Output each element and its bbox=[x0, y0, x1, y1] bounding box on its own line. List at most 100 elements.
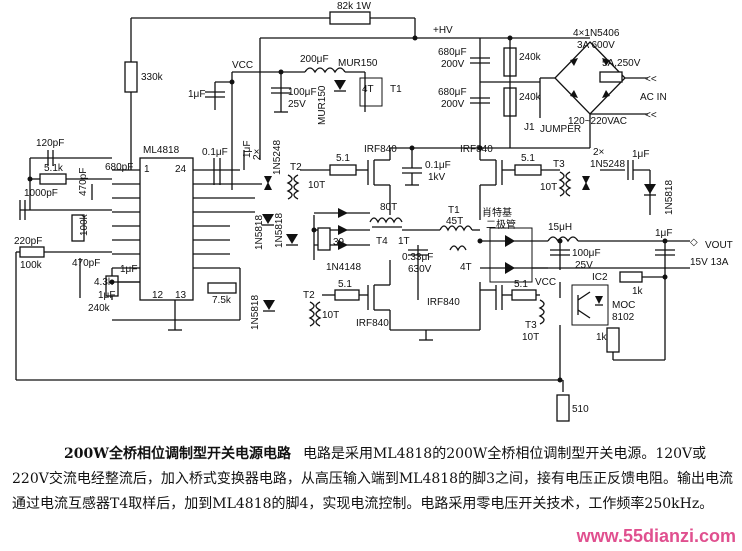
vcc-label: VCC bbox=[232, 60, 253, 71]
t4-turns-1: 1T bbox=[398, 236, 410, 247]
cap-680u-b-label: 680μF bbox=[438, 87, 467, 98]
cap-200v-b-label: 200V bbox=[441, 99, 465, 110]
jumper-label: JUMPER bbox=[540, 124, 581, 135]
cap-630v-label: 630V bbox=[408, 264, 432, 275]
cap-25v-b-label: 25V bbox=[575, 260, 593, 271]
cap-470p-label: 470pF bbox=[78, 168, 89, 196]
resistor-240k-b-label: 240k bbox=[519, 92, 542, 103]
ic-label: ML4818 bbox=[143, 145, 180, 156]
main-transformer-t1: T1 45T 0.33μF 630V 4T bbox=[402, 205, 480, 300]
cap-0-33u-label: 0.33μF bbox=[402, 252, 433, 263]
cap-1u-d-label: 1μF bbox=[242, 141, 253, 158]
bulk-capacitors: 680μF 200V 680μF 200V 240k 240k bbox=[438, 37, 590, 149]
figure-caption: 200W全桥相位调制型开关电源电路电路是采用ML4818的200W全桥相位调制型… bbox=[12, 442, 737, 517]
zener-1n5248-b-label: 1N5248 bbox=[590, 159, 625, 170]
resistor-5-1-d-label: 5.1 bbox=[514, 279, 528, 290]
vcc-supply: VCC 200μF 1μF 100μF 25V MUR150 MUR150 4T… bbox=[188, 54, 402, 190]
resistor-1k-a-label: 1k bbox=[632, 286, 644, 297]
resistor-5-1-c-label: 5.1 bbox=[338, 279, 352, 290]
ml4818-ic: ML4818 24 1 12 13 bbox=[112, 145, 262, 301]
cap-0-1u-label: 0.1μF bbox=[202, 147, 228, 158]
junction-dots bbox=[27, 35, 668, 383]
irf840-c-label: IRF840 bbox=[356, 318, 389, 329]
resistor-82k-label: 82k 1W bbox=[337, 1, 371, 12]
t2-upper-turns: 10T bbox=[308, 180, 325, 191]
ac-in-arrow-a: << bbox=[645, 74, 657, 85]
cap-100u-b-label: 100μF bbox=[572, 248, 601, 259]
diode-1n5818-a-label: 1N5818 bbox=[274, 213, 285, 248]
mur150-b-label: MUR150 bbox=[317, 85, 328, 125]
t2-lower-turns: 10T bbox=[322, 310, 339, 321]
diode-1n5818-b-label: 1N5818 bbox=[254, 215, 265, 250]
resistor-39-label: 39 bbox=[333, 237, 345, 248]
zener-1n5248-label: 1N5248 bbox=[272, 140, 283, 175]
cap-1u-f-label: 1μF bbox=[655, 228, 672, 239]
gate-drive-upper-left: 0.1μF 1μF 2× 1N5248 T2 10T 1N5818 1N5818… bbox=[202, 140, 368, 250]
ac-in-arrow-b: << bbox=[645, 110, 657, 121]
diode-1n5818-d-label: 1N5818 bbox=[250, 295, 261, 330]
t3-lower-turns: 10T bbox=[522, 332, 539, 343]
caption-title: 200W全桥相位调制型开关电源电路 bbox=[64, 446, 291, 462]
resistor-100k-a-label: 100k bbox=[79, 213, 90, 236]
moc-label: MOC bbox=[612, 300, 635, 311]
resistor-5-1-b-label: 5.1 bbox=[521, 153, 535, 164]
vac-label: 120~220VAC bbox=[568, 116, 627, 127]
optocoupler-feedback: VCC IC2 MOC 8102 1k 1k 510 1N5818 bbox=[15, 251, 666, 422]
cap-100u-label: 100μF bbox=[288, 87, 317, 98]
diode-1n4148-label: 1N4148 bbox=[326, 262, 361, 273]
ic-pin-1: 1 bbox=[144, 164, 150, 175]
bridge-label: 4×1N5406 bbox=[573, 28, 620, 39]
caption-body: 电路是采用ML4818的200W全桥相位调制型开关电源。120V或220V交流电… bbox=[12, 446, 733, 512]
cap-1kv-label: 1kV bbox=[428, 172, 446, 183]
t4-label: T4 bbox=[376, 236, 388, 247]
timing-network: 120pF 5.1k 1000pF 680pF 470pF 100k 220pF… bbox=[14, 138, 241, 331]
diode-1n5818-c-label: 1N5818 bbox=[664, 180, 675, 215]
feedforward-network: 82k 1W 330k +HV bbox=[124, 1, 480, 170]
cap-1000p-label: 1000pF bbox=[24, 188, 58, 199]
gate-drive-upper-right: T3 10T 2× 1N5248 1μF 1N5818 bbox=[540, 147, 675, 215]
cap-0-1u-1kv-label: 0.1μF bbox=[425, 160, 451, 171]
t3-lower-label: T3 bbox=[525, 320, 537, 331]
ic2-label: IC2 bbox=[592, 272, 608, 283]
cap-680p-label: 680pF bbox=[105, 162, 133, 173]
resistor-100k-b-label: 100k bbox=[20, 260, 43, 271]
zener-2x-label: 2× bbox=[252, 148, 263, 160]
resistor-330k-label: 330k bbox=[141, 72, 164, 83]
cap-25v-label: 25V bbox=[288, 99, 306, 110]
mur150-a-label: MUR150 bbox=[338, 58, 378, 69]
cap-1u-e-label: 1μF bbox=[632, 149, 649, 160]
t1-turns-4: 4T bbox=[460, 262, 472, 273]
t2-lower-label: T2 bbox=[303, 290, 315, 301]
t4-turns-80: 80T bbox=[380, 202, 397, 213]
cap-120p-label: 120pF bbox=[36, 138, 64, 149]
cap-1u-b-label: 1μF bbox=[120, 264, 137, 275]
resistor-4-3k-label: 4.3k bbox=[94, 277, 114, 288]
gate-drive-lower-left: T2 10T 5.1 IRF840 bbox=[303, 260, 480, 341]
schottky-label: 肖特基 bbox=[482, 206, 512, 219]
cap-470p-b-label: 470pF bbox=[72, 258, 100, 269]
resistor-5-1-a-label: 5.1 bbox=[336, 153, 350, 164]
cap-200v-a-label: 200V bbox=[441, 59, 465, 70]
t3-upper-label: T3 bbox=[553, 159, 565, 170]
vout-rating-label: 15V 13A bbox=[690, 257, 729, 268]
irf840-d-label: IRF840 bbox=[427, 297, 460, 308]
t3-upper-turns: 10T bbox=[540, 182, 557, 193]
rectifier-bridge: 4×1N5406 3A 600V 5A,250V << << AC IN 120… bbox=[524, 28, 667, 148]
moc-number-label: 8102 bbox=[612, 312, 635, 323]
cap-220p-label: 220pF bbox=[14, 236, 42, 247]
mosfet-upper-left: IRF840 bbox=[364, 144, 480, 215]
t1-main-label: T1 bbox=[448, 205, 460, 216]
ac-in-label: AC IN bbox=[640, 92, 667, 103]
vcc-2-label: VCC bbox=[535, 277, 556, 288]
resistor-1k-b-label: 1k bbox=[596, 332, 608, 343]
current-sense-t4: 39 1N4148 80T T4 1T bbox=[313, 202, 440, 273]
resistor-5-1k-label: 5.1k bbox=[44, 163, 64, 174]
mosfet-upper-right: IRF840 5.1 bbox=[460, 144, 560, 220]
resistor-510-label: 510 bbox=[572, 404, 589, 415]
vout-label: VOUT bbox=[705, 240, 733, 251]
irf840-b-label: IRF840 bbox=[460, 144, 493, 155]
site-watermark: www.55dianzi.com bbox=[576, 526, 736, 546]
schottky-label-2: 二极管 bbox=[486, 218, 516, 231]
ic-pin-24: 24 bbox=[175, 164, 187, 175]
circuit-schematic: ML4818 24 1 12 13 82k 1W 330k bbox=[14, 1, 733, 422]
